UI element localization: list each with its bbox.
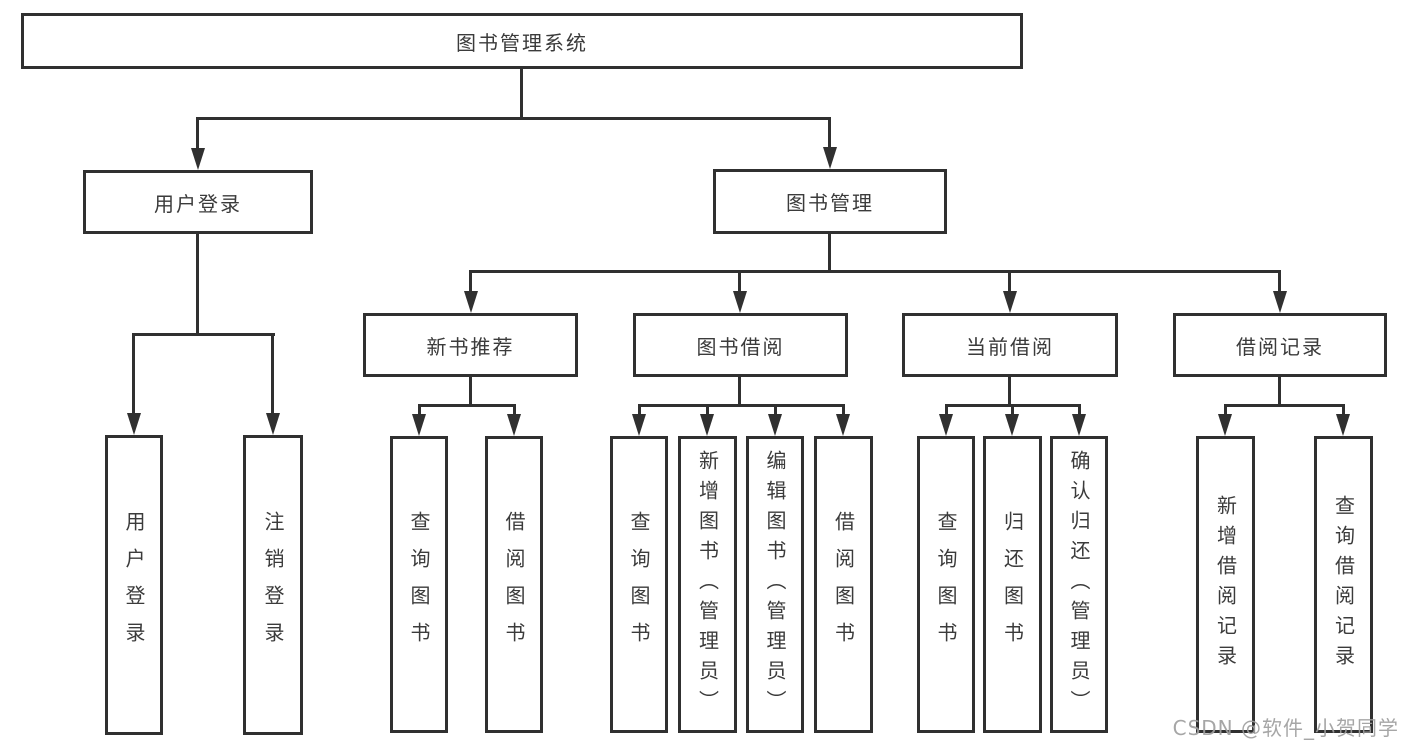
node-root-label: 图书管理系统 (456, 30, 588, 55)
leaf-edit-book-admin: 编辑图书（管理员） (746, 436, 804, 733)
connector-line (132, 333, 275, 336)
connector-line (638, 404, 845, 407)
arrow-down-icon (1336, 414, 1350, 436)
leaf-add-book-admin-label: 新增图书（管理员） (695, 449, 720, 720)
leaf-query-borrow-record-label: 查询借阅记录 (1331, 494, 1356, 675)
node-borrowing-records: 借阅记录 (1173, 313, 1387, 377)
node-current-borrowing: 当前借阅 (902, 313, 1118, 377)
arrow-down-icon (1072, 414, 1086, 436)
node-user-login-label: 用户登录 (154, 191, 242, 216)
arrow-down-icon (412, 414, 426, 436)
leaf-query-books-1-label: 查询图书 (407, 510, 431, 659)
node-current-borrowing-label: 当前借阅 (966, 334, 1054, 359)
leaf-add-borrow-record: 新增借阅记录 (1196, 436, 1255, 733)
leaf-add-book-admin: 新增图书（管理员） (678, 436, 737, 733)
connector-line (1278, 270, 1281, 293)
connector-line (774, 404, 777, 417)
arrow-down-icon (464, 291, 478, 313)
connector-line (1224, 404, 1345, 407)
arrow-down-icon (1273, 291, 1287, 313)
arrow-down-icon (1005, 414, 1019, 436)
connector-line (1342, 404, 1345, 417)
leaf-borrow-books-2: 借阅图书 (814, 436, 873, 733)
leaf-confirm-return-admin-label: 确认归还（管理员） (1067, 449, 1091, 720)
arrow-down-icon (1218, 414, 1232, 436)
connector-line (1011, 404, 1014, 417)
arrow-down-icon (1003, 291, 1017, 313)
connector-line (638, 404, 641, 417)
connector-line (828, 117, 831, 151)
connector-line (706, 404, 709, 417)
leaf-query-books-2: 查询图书 (610, 436, 668, 733)
leaf-query-borrow-record: 查询借阅记录 (1314, 436, 1373, 733)
node-new-book-recommendation-label: 新书推荐 (426, 334, 515, 359)
node-book-management-label: 图书管理 (786, 191, 874, 215)
node-book-management: 图书管理 (713, 169, 947, 234)
leaf-query-books-3-label: 查询图书 (934, 510, 958, 659)
arrow-down-icon (836, 414, 850, 436)
arrow-down-icon (733, 291, 747, 313)
connector-line (470, 270, 1281, 273)
node-book-borrowing-label: 图书借阅 (696, 334, 785, 359)
connector-line (418, 404, 516, 407)
leaf-query-books-3: 查询图书 (917, 436, 975, 733)
leaf-logout-label: 注销登录 (261, 511, 285, 659)
arrow-down-icon (700, 414, 714, 436)
arrow-down-icon (823, 147, 837, 169)
connector-line (469, 375, 472, 407)
node-new-book-recommendation: 新书推荐 (363, 313, 578, 377)
leaf-user-login: 用户登录 (105, 435, 163, 735)
arrow-down-icon (939, 414, 953, 436)
arrow-down-icon (632, 414, 646, 436)
arrow-down-icon (127, 413, 141, 435)
connector-line (418, 404, 421, 417)
leaf-query-books-1: 查询图书 (390, 436, 448, 733)
leaf-edit-book-admin-label: 编辑图书（管理员） (763, 449, 787, 720)
connector-line (196, 232, 199, 336)
connector-line (1008, 270, 1011, 293)
node-root: 图书管理系统 (21, 13, 1023, 69)
connector-line (828, 233, 831, 273)
connector-line (132, 333, 135, 415)
node-user-login: 用户登录 (83, 170, 313, 234)
connector-line (1278, 375, 1281, 407)
leaf-return-book: 归还图书 (983, 436, 1042, 733)
arrow-down-icon (768, 414, 782, 436)
arrow-down-icon (266, 413, 280, 435)
leaf-add-borrow-record-label: 新增借阅记录 (1213, 494, 1238, 675)
leaf-return-book-label: 归还图书 (1000, 510, 1025, 659)
connector-line (520, 67, 523, 119)
leaf-borrow-books-1: 借阅图书 (485, 436, 543, 733)
leaf-user-login-label: 用户登录 (122, 511, 146, 659)
leaf-confirm-return-admin: 确认归还（管理员） (1050, 436, 1108, 733)
connector-line (1008, 375, 1011, 407)
connector-line (469, 270, 472, 293)
arrow-down-icon (507, 414, 521, 436)
leaf-borrow-books-2-label: 借阅图书 (831, 510, 856, 659)
connector-line (196, 117, 199, 152)
csdn-watermark: CSDN @软件_小贺同学 (1172, 716, 1399, 740)
node-book-borrowing: 图书借阅 (633, 313, 848, 377)
leaf-borrow-books-1-label: 借阅图书 (502, 510, 526, 659)
connector-line (1224, 404, 1227, 417)
connector-line (271, 333, 274, 415)
connector-line (738, 270, 741, 293)
leaf-logout: 注销登录 (243, 435, 303, 735)
arrow-down-icon (191, 148, 205, 170)
connector-line (945, 404, 948, 417)
node-borrowing-records-label: 借阅记录 (1236, 334, 1324, 359)
connector-line (513, 404, 516, 417)
connector-line (842, 404, 845, 417)
connector-line (738, 375, 741, 407)
leaf-query-books-2-label: 查询图书 (627, 510, 651, 659)
connector-line (1078, 404, 1081, 417)
connector-line (196, 117, 831, 120)
